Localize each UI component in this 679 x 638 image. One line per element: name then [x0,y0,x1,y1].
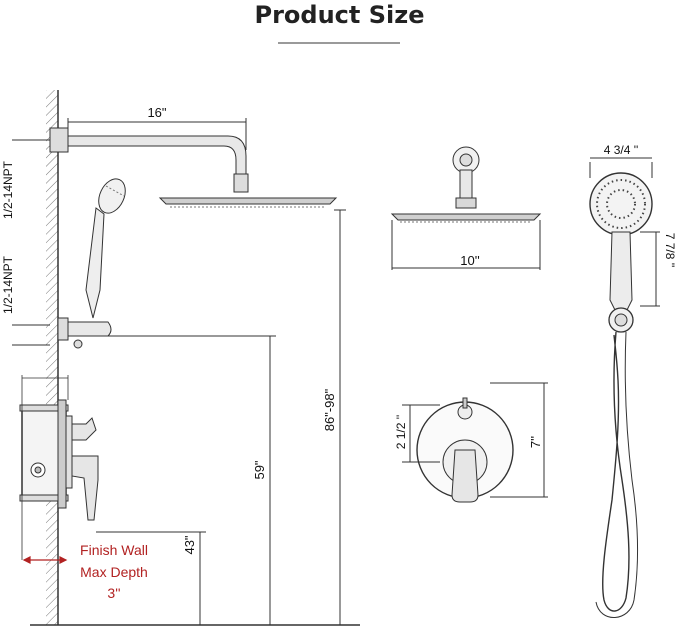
valve-trim-plate [57,399,67,509]
finish-wall-line2: Max Depth [80,564,148,580]
page-title: Product Size [254,1,425,29]
shower-hose-outer [595,331,639,618]
head-width-label: 10'' [460,253,479,268]
valve-trim-front [402,382,548,503]
outlet-nut [73,339,83,349]
wall-hatch [46,90,58,625]
finish-wall-arrows [22,556,68,564]
rain-head-front [390,146,542,270]
arm-length-label: 16" [147,105,166,120]
showerhead-height-label: 86"-98" [322,388,337,431]
inlet-top-label: 1/2-14NPT [1,160,15,219]
title-underline [278,42,400,44]
valve-offset-label: 2 1/2 '' [394,415,408,450]
trim-handle [451,449,479,503]
hand-length-label: 7 7/8 '' [663,233,677,268]
hand-shower-side [85,178,126,319]
finish-wall-note: Finish Wall Max Depth 3'' [80,542,148,601]
arm-flange [49,127,69,153]
outlet-height-label: 59" [252,460,267,479]
side-view [12,90,360,626]
arm-ball-joint [233,173,249,193]
hand-width-label: 4 3/4 '' [604,143,639,157]
outlet-spout [67,321,112,337]
inlet-bottom-label: 1/2-14NPT [1,255,15,314]
rain-head-side [158,197,338,205]
diverter-knob [71,417,97,441]
outlet-flange [57,317,69,341]
shower-arm [67,135,247,177]
hand-handle [609,231,633,313]
finish-wall-line1: Finish Wall [80,542,148,558]
shower-hose [602,331,630,612]
valve-height-label: 43" [182,535,197,554]
valve-handle [71,455,99,521]
finish-wall-line3: 3'' [107,585,120,601]
hand-shower-front [589,157,660,618]
plate-diameter-label: 7'' [528,436,543,448]
